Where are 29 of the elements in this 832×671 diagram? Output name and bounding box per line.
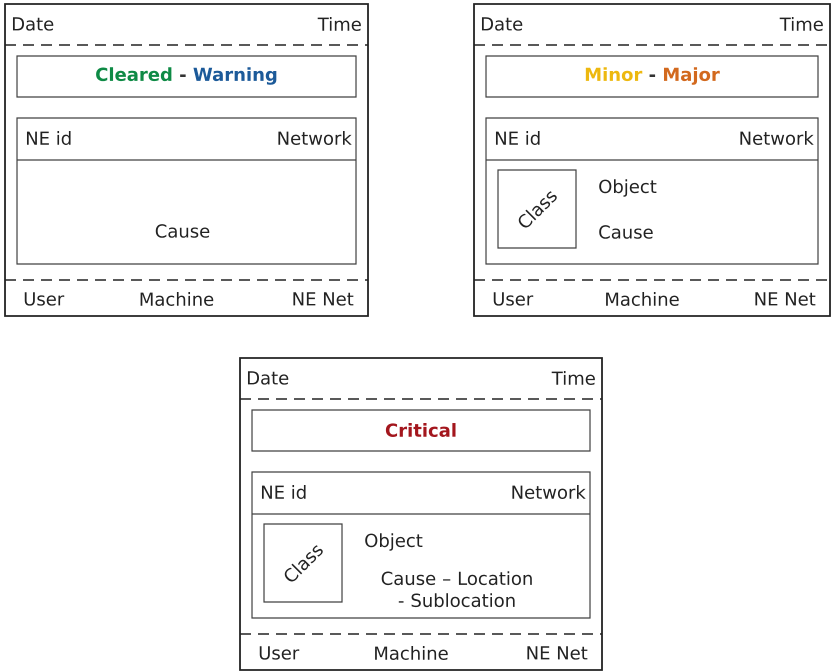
- network-label: Network: [278, 131, 352, 145]
- machine-label: Machine: [375, 646, 448, 660]
- user-label: User: [494, 292, 534, 306]
- time-label: Time: [318, 17, 361, 31]
- net-label: NE Net: [527, 646, 588, 660]
- user-label: User: [24, 292, 64, 306]
- net-label: NE Net: [293, 292, 354, 306]
- date-label: Date: [12, 17, 54, 31]
- network-label: Network: [740, 131, 814, 145]
- time-label: Time: [552, 371, 595, 385]
- cause-label: Cause – Location - Sublocation: [382, 571, 532, 608]
- network-label: Network: [512, 485, 586, 499]
- severity-box: Cleared - Warning: [16, 55, 357, 98]
- severity-box: Minor - Major: [485, 55, 819, 98]
- object-label: Object: [599, 179, 656, 197]
- date-label: Date: [482, 17, 522, 31]
- cause-label: Cause: [599, 225, 653, 239]
- id-label: NE id: [26, 131, 71, 145]
- net-label: NE Net: [755, 292, 816, 306]
- user-label: User: [260, 646, 300, 660]
- id-label: NE id: [262, 485, 306, 499]
- machine-label: Machine: [140, 292, 214, 306]
- cause-label: Cause: [156, 224, 210, 238]
- time-label: Time: [780, 17, 823, 31]
- id-label: NE id: [496, 131, 540, 145]
- date-label: Date: [248, 371, 288, 385]
- severity-box: Critical: [251, 409, 591, 452]
- object-label: Object: [365, 533, 422, 551]
- machine-label: Machine: [606, 292, 679, 306]
